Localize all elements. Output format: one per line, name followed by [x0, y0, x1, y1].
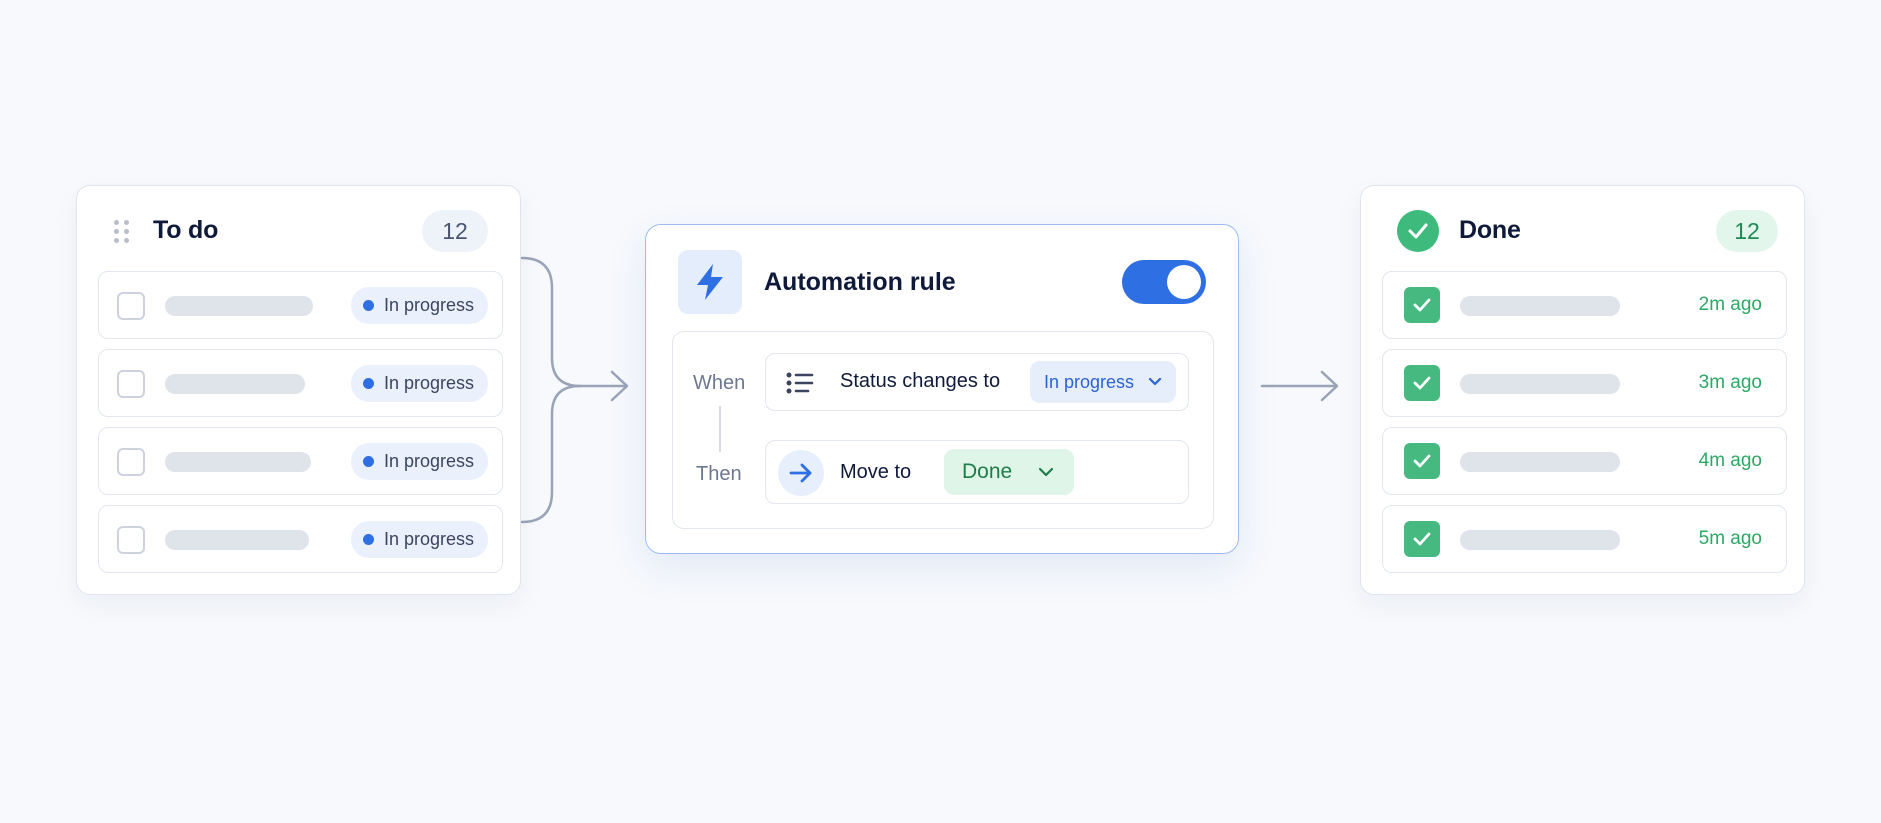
drag-handle-icon[interactable]	[114, 220, 132, 244]
status-dropdown[interactable]: In progress	[1030, 361, 1177, 403]
task-title-placeholder	[165, 296, 313, 316]
completed-time: 3m ago	[1698, 372, 1762, 393]
arrow-right-icon	[778, 450, 824, 496]
status-badge: In progress	[350, 521, 488, 558]
checkbox[interactable]	[117, 526, 145, 554]
list-icon	[786, 370, 814, 396]
checkbox[interactable]	[117, 292, 145, 320]
task-title-placeholder	[165, 530, 309, 550]
chevron-down-icon	[1148, 377, 1162, 387]
status-label: In progress	[383, 451, 474, 471]
trigger-text: Status changes to	[840, 370, 1001, 392]
count-badge: 12	[422, 210, 488, 252]
action-step[interactable]: Move to Done	[765, 440, 1189, 504]
task-row[interactable]: 2m ago	[1382, 271, 1787, 339]
check-icon[interactable]	[1404, 443, 1440, 479]
target-column-dropdown[interactable]: Done	[944, 449, 1075, 495]
board-title: To do	[153, 216, 219, 244]
chevron-down-icon	[1038, 467, 1054, 477]
completed-time: 5m ago	[1698, 528, 1762, 549]
rule-title: Automation rule	[764, 268, 956, 296]
automation-rule-card: Automation rule When Then Status changes…	[645, 224, 1239, 554]
checkbox[interactable]	[117, 370, 145, 398]
when-label: When	[693, 372, 746, 394]
check-icon[interactable]	[1404, 521, 1440, 557]
check-circle-icon	[1397, 210, 1439, 252]
count-badge: 12	[1716, 210, 1778, 252]
task-row[interactable]: 4m ago	[1382, 427, 1787, 495]
board-title: Done	[1459, 216, 1521, 244]
bolt-icon	[678, 250, 742, 314]
task-title-placeholder	[1460, 452, 1620, 472]
check-icon[interactable]	[1404, 287, 1440, 323]
completed-time: 2m ago	[1698, 294, 1762, 315]
task-row[interactable]: In progress	[98, 271, 503, 339]
toggle-knob	[1167, 265, 1201, 299]
task-title-placeholder	[1460, 374, 1620, 394]
done-board-header: Done 12	[1361, 210, 1804, 252]
todo-board-header: To do 12	[77, 210, 520, 252]
merge-connector-top	[520, 256, 582, 388]
status-badge: In progress	[350, 443, 488, 480]
target-column-value: Done	[962, 460, 1013, 483]
status-dot-icon	[362, 456, 374, 467]
checkbox[interactable]	[117, 448, 145, 476]
status-badge: In progress	[350, 365, 488, 402]
merge-connector-bottom	[520, 384, 582, 524]
output-arrow-head	[1320, 370, 1339, 402]
task-title-placeholder	[165, 374, 305, 394]
task-row[interactable]: In progress	[98, 505, 503, 573]
task-row[interactable]: In progress	[98, 349, 503, 417]
todo-board: To do 12 In progress In progress In prog…	[76, 185, 521, 595]
step-connector-line	[719, 406, 721, 452]
check-icon[interactable]	[1404, 365, 1440, 401]
rule-steps: When Then Status changes to In progress	[672, 331, 1214, 529]
status-label: In progress	[383, 373, 474, 393]
status-label: In progress	[383, 295, 474, 315]
rule-enabled-toggle[interactable]	[1122, 260, 1206, 304]
task-row[interactable]: 3m ago	[1382, 349, 1787, 417]
completed-time: 4m ago	[1698, 450, 1762, 471]
task-title-placeholder	[165, 452, 311, 472]
then-label: Then	[696, 463, 742, 485]
status-dropdown-value: In progress	[1044, 371, 1135, 392]
task-row[interactable]: 5m ago	[1382, 505, 1787, 573]
status-dot-icon	[362, 534, 374, 545]
status-badge: In progress	[350, 287, 488, 324]
merge-arrow-head	[610, 370, 629, 402]
task-title-placeholder	[1460, 296, 1620, 316]
task-row[interactable]: In progress	[98, 427, 503, 495]
done-board: Done 12 2m ago 3m ago 4m ago 5m ago	[1360, 185, 1805, 595]
status-dot-icon	[362, 378, 374, 389]
status-label: In progress	[383, 529, 474, 549]
action-text: Move to	[840, 461, 912, 483]
trigger-step[interactable]: Status changes to In progress	[765, 353, 1189, 411]
task-title-placeholder	[1460, 530, 1620, 550]
status-dot-icon	[362, 300, 374, 311]
